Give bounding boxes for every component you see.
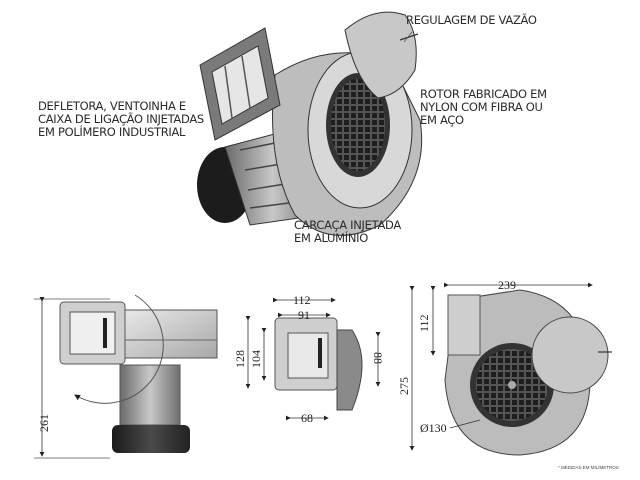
side-motor: [119, 364, 181, 426]
rear-outlet: [447, 294, 481, 356]
label-carcaca: CARCAÇA INJETADA EM ALUMÍNIO: [294, 218, 401, 245]
side-housing: [124, 309, 218, 359]
side-view: [34, 294, 218, 459]
rear-damper: [531, 316, 609, 394]
rotation-arrow: [74, 294, 164, 404]
footnote: * MEDIDAS EM MILÍMETROS: [558, 465, 619, 470]
dim-68-label: 68: [301, 411, 313, 425]
label-defletora: DEFLETORA, VENTOINHA E CAIXA DE LIGAÇÃO …: [38, 99, 204, 139]
dim-104-label: 104: [249, 350, 263, 368]
side-motor-cap: [112, 425, 190, 453]
dim-128-label: 128: [233, 350, 247, 368]
dim-261-label: 261: [37, 414, 51, 432]
dim-239-label: 239: [498, 278, 516, 292]
inlet-grille: [331, 79, 385, 171]
label-rotor: ROTOR FABRICADO EM NYLON COM FIBRA OU EM…: [420, 87, 547, 127]
dim-130-label: Ø130: [420, 421, 447, 435]
isometric-view: [197, 11, 423, 236]
rear-view: [409, 282, 612, 456]
dim-91-label: 91: [298, 308, 310, 322]
dim-112-rear-label: 112: [417, 314, 431, 332]
dim-88-label: 88: [371, 352, 385, 364]
dim-112-label: 112: [293, 293, 311, 307]
front-view: [245, 297, 381, 421]
dim-275-label: 275: [397, 377, 411, 395]
label-regulagem: REGULAGEM DE VAZÃO: [406, 13, 537, 27]
damper-disc: [344, 11, 417, 99]
front-housing: [336, 329, 363, 411]
